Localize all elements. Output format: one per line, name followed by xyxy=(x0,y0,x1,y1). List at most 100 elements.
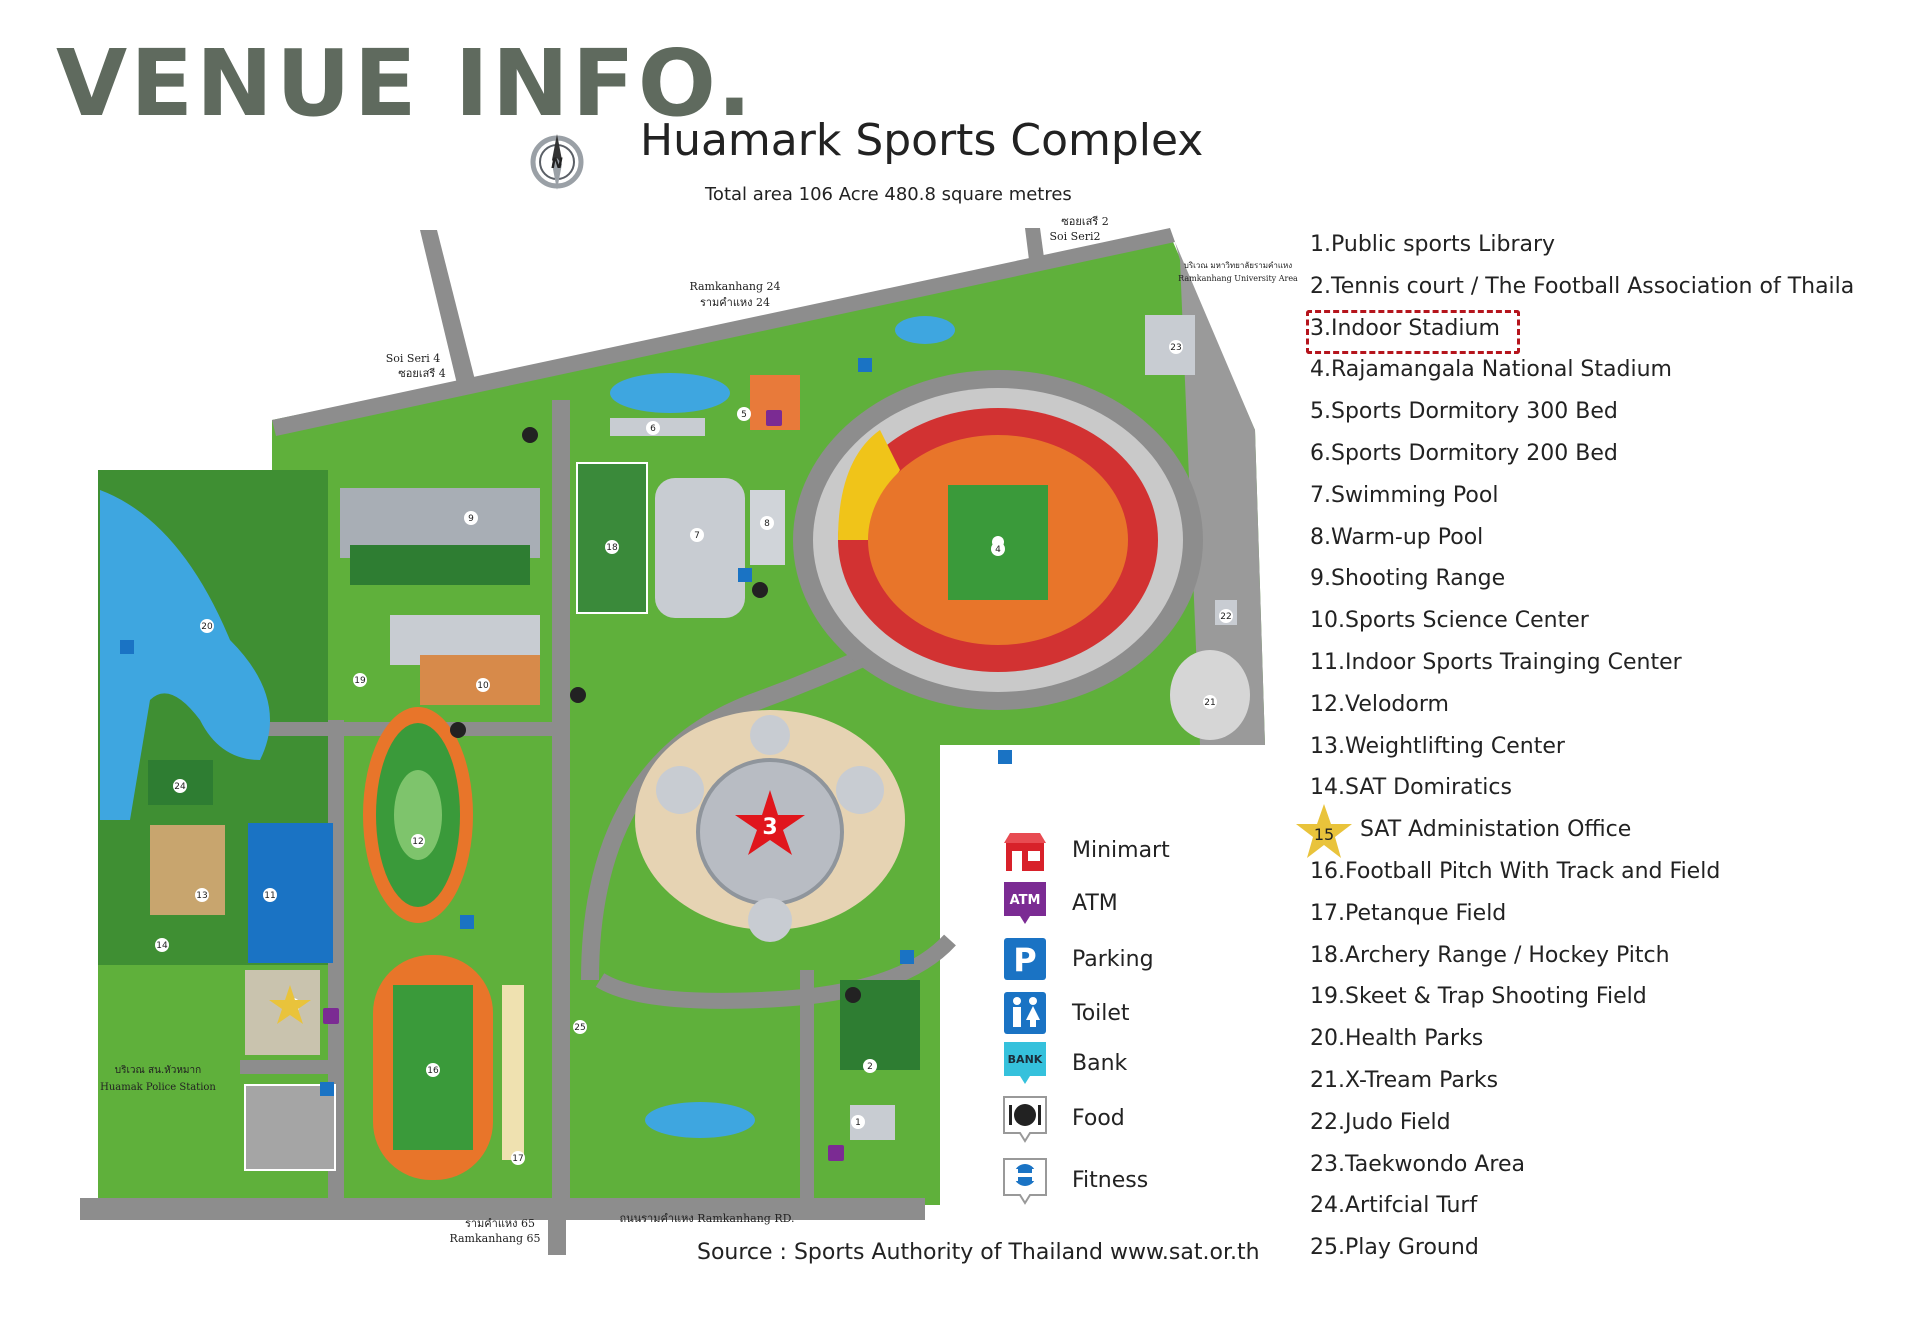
street-label: รามคำแหง 65 xyxy=(465,1217,535,1230)
place-list-item[interactable]: 11.Indoor Sports Trainging Center xyxy=(1310,642,1910,684)
place-label: 23.Taekwondo Area xyxy=(1310,1151,1525,1177)
south-pond xyxy=(645,1102,755,1138)
map-number: 8 xyxy=(764,519,770,529)
south-east-road xyxy=(800,970,814,1200)
place-label: 1.Public sports Library xyxy=(1310,232,1556,257)
place-list-item[interactable]: 10.Sports Science Center xyxy=(1310,600,1910,642)
place-list-item[interactable]: 6.Sports Dormitory 200 Bed xyxy=(1310,433,1910,475)
toilet-map-marker xyxy=(460,915,474,929)
map-title: Huamark Sports Complex xyxy=(640,115,1204,166)
place-list-item[interactable]: 9.Shooting Range xyxy=(1310,558,1910,600)
atm-icon: ATM xyxy=(1004,882,1046,924)
star-badge-number: 15 xyxy=(1314,825,1334,844)
map-number: 13 xyxy=(196,891,207,901)
legend-item-food: Food xyxy=(1000,1093,1125,1143)
place-list-item[interactable]: 21.X-Tream Parks xyxy=(1310,1060,1910,1102)
shooting-range-lanes xyxy=(350,545,530,585)
lower-west-road xyxy=(240,1060,330,1074)
map-number: 12 xyxy=(412,837,423,847)
map-number: 5 xyxy=(741,410,747,420)
place-list-item[interactable]: 7.Swimming Pool xyxy=(1310,475,1910,517)
place-label: 24.Artifcial Turf xyxy=(1310,1193,1478,1219)
place-label: 8.Warm-up Pool xyxy=(1310,524,1484,550)
legend-label: Parking xyxy=(1072,946,1154,972)
place-list-item[interactable]: 16.Football Pitch With Track and Field xyxy=(1310,851,1910,893)
map-number: 9 xyxy=(468,514,474,524)
atm-map-marker xyxy=(828,1145,844,1161)
legend-label: Fitness xyxy=(1072,1167,1149,1193)
street-label: ซอยเสรี 4 xyxy=(398,367,445,380)
place-list-item[interactable]: 20.Health Parks xyxy=(1310,1018,1910,1060)
place-label: 9.Shooting Range xyxy=(1310,566,1506,592)
place-list-item[interactable]: 13.Weightlifting Center xyxy=(1310,726,1910,768)
place-label: 4.Rajamangala National Stadium xyxy=(1310,357,1672,383)
map-number: 4 xyxy=(995,545,1001,555)
legend-item-minimart: Minimart xyxy=(1000,825,1170,875)
toilet-map-marker xyxy=(120,640,134,654)
bank-icon: BANK xyxy=(1004,1042,1046,1084)
map-number: 10 xyxy=(477,681,489,691)
legend-label: Toilet xyxy=(1072,1000,1130,1026)
place-list-item[interactable]: 24.Artifcial Turf xyxy=(1310,1185,1910,1227)
velodrome[interactable] xyxy=(363,707,473,923)
place-list-item[interactable]: 22.Judo Field xyxy=(1310,1102,1910,1144)
place-list-item-indoor-stadium[interactable]: 3.Indoor Stadium xyxy=(1310,308,1910,350)
legend-label: Minimart xyxy=(1072,837,1170,863)
map-number: 18 xyxy=(606,543,618,553)
plaza-road xyxy=(595,934,956,1009)
place-list-item[interactable]: 25.Play Ground xyxy=(1310,1227,1910,1269)
toilet-map-marker xyxy=(738,568,752,582)
place-list-item[interactable]: 14.SAT Domiratics xyxy=(1310,767,1910,809)
street-label: ถนนรามคำแหง Ramkanhang RD. xyxy=(619,1212,794,1225)
map-number: 19 xyxy=(354,676,366,686)
legend-label: Bank xyxy=(1072,1050,1128,1076)
place-list-item[interactable]: 19.Skeet & Trap Shooting Field xyxy=(1310,976,1910,1018)
street-label: Soi Seri2 xyxy=(1050,230,1101,243)
legend-label: Food xyxy=(1072,1105,1125,1131)
legend-item-toilet: Toilet xyxy=(1000,988,1130,1038)
map-number: 14 xyxy=(156,941,168,951)
food-map-marker xyxy=(752,582,768,598)
map-number: 2 xyxy=(867,1062,873,1072)
street-label: Soi Seri 4 xyxy=(386,352,441,365)
legend-label: ATM xyxy=(1072,890,1118,916)
parking-lot[interactable] xyxy=(244,1084,336,1171)
street-label: ซอยเสรี 2 xyxy=(1061,215,1108,228)
place-list-item[interactable]: 18.Archery Range / Hockey Pitch xyxy=(1310,935,1910,977)
place-list-item[interactable]: 12.Velodorm xyxy=(1310,684,1910,726)
indoor-stadium[interactable]: 3 xyxy=(635,710,905,942)
petanque-field[interactable] xyxy=(502,985,524,1160)
street-label: รามคำแหง 24 xyxy=(700,296,770,309)
swimming-pool[interactable] xyxy=(655,478,745,618)
food-map-marker xyxy=(522,427,538,443)
north-east-pond xyxy=(895,316,955,344)
street-label: Huamak Police Station xyxy=(100,1082,216,1093)
weightlifting-center[interactable] xyxy=(150,825,225,915)
place-label: 5.Sports Dormitory 300 Bed xyxy=(1310,399,1618,425)
indoor-training-center[interactable] xyxy=(248,823,333,963)
place-list-item[interactable]: 4.Rajamangala National Stadium xyxy=(1310,349,1910,391)
place-list-item[interactable]: 17.Petanque Field xyxy=(1310,893,1910,935)
atm-map-marker xyxy=(766,410,782,426)
place-label: 7.Swimming Pool xyxy=(1310,482,1499,508)
place-list-item[interactable]: 5.Sports Dormitory 300 Bed xyxy=(1310,391,1910,433)
food-map-marker xyxy=(570,687,586,703)
place-list-item[interactable]: 2.Tennis court / The Football Associatio… xyxy=(1310,266,1910,308)
ramkhamhaeng-road xyxy=(80,1198,925,1220)
place-list-item[interactable]: 23.Taekwondo Area xyxy=(1310,1144,1910,1186)
place-label: 12.Velodorm xyxy=(1310,691,1449,717)
ramkhamhaeng65-road xyxy=(548,1200,566,1255)
rajamangala-stadium[interactable] xyxy=(793,370,1203,710)
soi-seri2-road xyxy=(1025,228,1045,268)
place-list-item[interactable]: 1.Public sports Library xyxy=(1310,224,1910,266)
place-label: 17.Petanque Field xyxy=(1310,900,1507,926)
place-list-item-admin-office[interactable]: SAT Administation Office xyxy=(1310,809,1910,851)
map-markers xyxy=(120,358,1012,1161)
bank-icon-text: BANK xyxy=(1008,1053,1043,1066)
place-list-item[interactable]: 8.Warm-up Pool xyxy=(1310,517,1910,559)
archery-range[interactable] xyxy=(576,462,648,614)
parking-map-marker xyxy=(320,1082,334,1096)
northern-road xyxy=(272,228,1175,436)
